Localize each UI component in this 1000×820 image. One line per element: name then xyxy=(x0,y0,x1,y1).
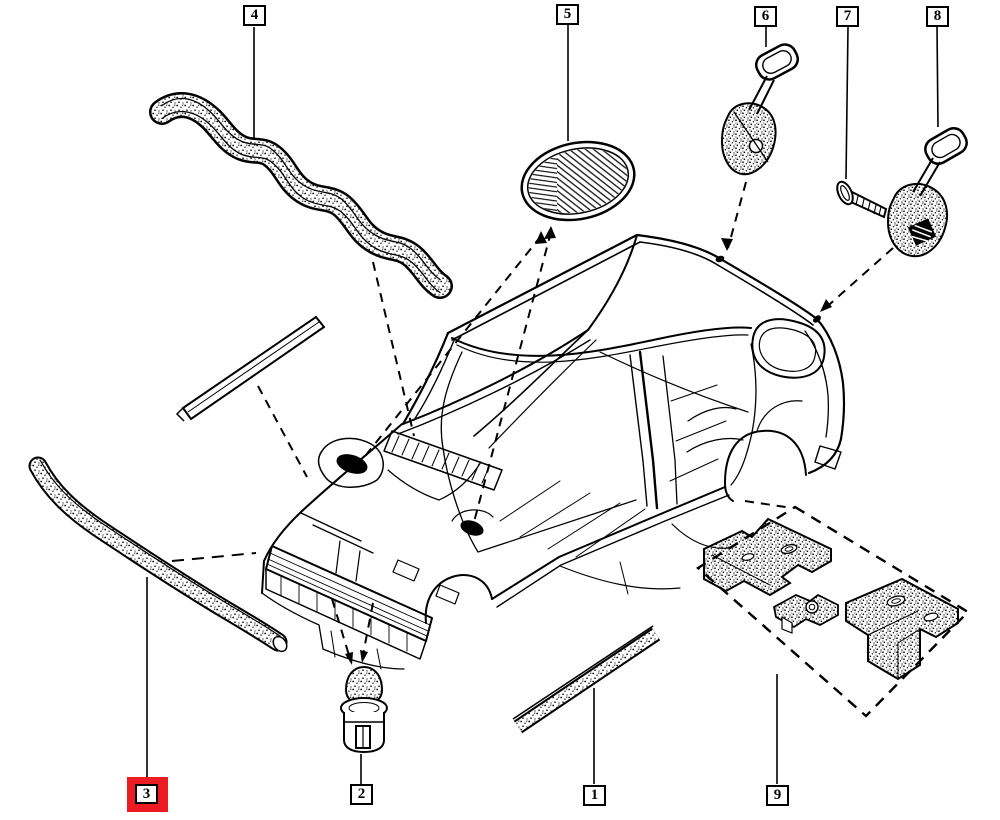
callout-5[interactable]: 5 xyxy=(556,4,579,25)
part-2-grommet xyxy=(340,665,388,754)
foam-pad-left xyxy=(703,517,832,597)
part-8-access-plug xyxy=(886,127,968,258)
dashed-leader-lines xyxy=(171,181,894,663)
part-6-access-plug xyxy=(720,43,800,176)
foam-pad-right xyxy=(845,577,959,681)
callout-8[interactable]: 8 xyxy=(926,6,949,27)
part-9-foam-pads xyxy=(696,505,970,718)
callout-3-number: 3 xyxy=(135,784,158,804)
part-4-wavy-seal-strip xyxy=(162,99,440,293)
part-1-sill-strip xyxy=(513,625,656,727)
part-5-oval-plug xyxy=(520,140,636,222)
foam-group-dashed-box xyxy=(696,505,970,718)
straight-moulding-strip xyxy=(175,315,326,422)
callout-1[interactable]: 1 xyxy=(583,785,606,806)
callout-6[interactable]: 6 xyxy=(754,6,777,27)
callout-4[interactable]: 4 xyxy=(243,5,266,26)
car-body-illustration xyxy=(261,233,846,670)
callout-2[interactable]: 2 xyxy=(350,784,373,805)
roof-clip-dots xyxy=(715,255,821,323)
part-3-curved-seal-strip xyxy=(38,460,290,653)
callout-3-highlighted[interactable]: 3 xyxy=(127,777,168,812)
part-7-screw xyxy=(836,180,888,219)
callout-9[interactable]: 9 xyxy=(766,785,789,806)
callout-leader-lines xyxy=(146,25,939,784)
callout-7[interactable]: 7 xyxy=(836,6,859,27)
leader-arrowheads xyxy=(345,226,832,665)
